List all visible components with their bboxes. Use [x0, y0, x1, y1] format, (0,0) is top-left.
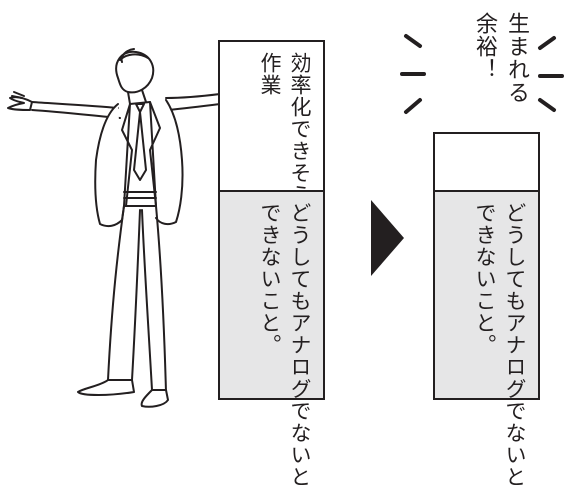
stretching-businessman-illustration — [7, 48, 221, 408]
exclamation-line2: 余裕！ — [472, 12, 497, 81]
left-panel: 効率化できそうな 作業 どうしてもアナログでないと できないこと。 — [218, 40, 325, 488]
right-panel: どうしてもアナログでないと できないこと。 — [433, 132, 540, 488]
exclamation-text: 生まれる 余裕！ — [468, 12, 532, 104]
analog-tasks-line2: できないこと。 — [258, 202, 282, 356]
analog-tasks-cell: どうしてもアナログでないと できないこと。 — [220, 190, 323, 488]
analog-tasks-cell-right: どうしてもアナログでないと できないこと。 — [435, 190, 538, 488]
analog-tasks-right-line1: どうしてもアナログでないと — [503, 202, 527, 488]
analog-tasks-right-line2: できないこと。 — [473, 202, 497, 356]
analog-tasks-text: どうしてもアナログでないと できないこと。 — [255, 202, 315, 488]
right-triangle-arrow-icon — [371, 200, 404, 276]
analog-tasks-text-right: どうしてもアナログでないと できないこと。 — [470, 202, 530, 488]
efficient-tasks-line2: 作業 — [258, 52, 282, 96]
burst-lines-icon — [400, 34, 564, 114]
efficient-tasks-cell: 効率化できそうな 作業 — [220, 42, 323, 228]
diagram-illustration — [7, 34, 564, 408]
analog-tasks-line1: どうしてもアナログでないと — [288, 202, 312, 488]
freed-space-cell — [435, 134, 538, 190]
exclamation-line1: 生まれる — [504, 12, 529, 104]
